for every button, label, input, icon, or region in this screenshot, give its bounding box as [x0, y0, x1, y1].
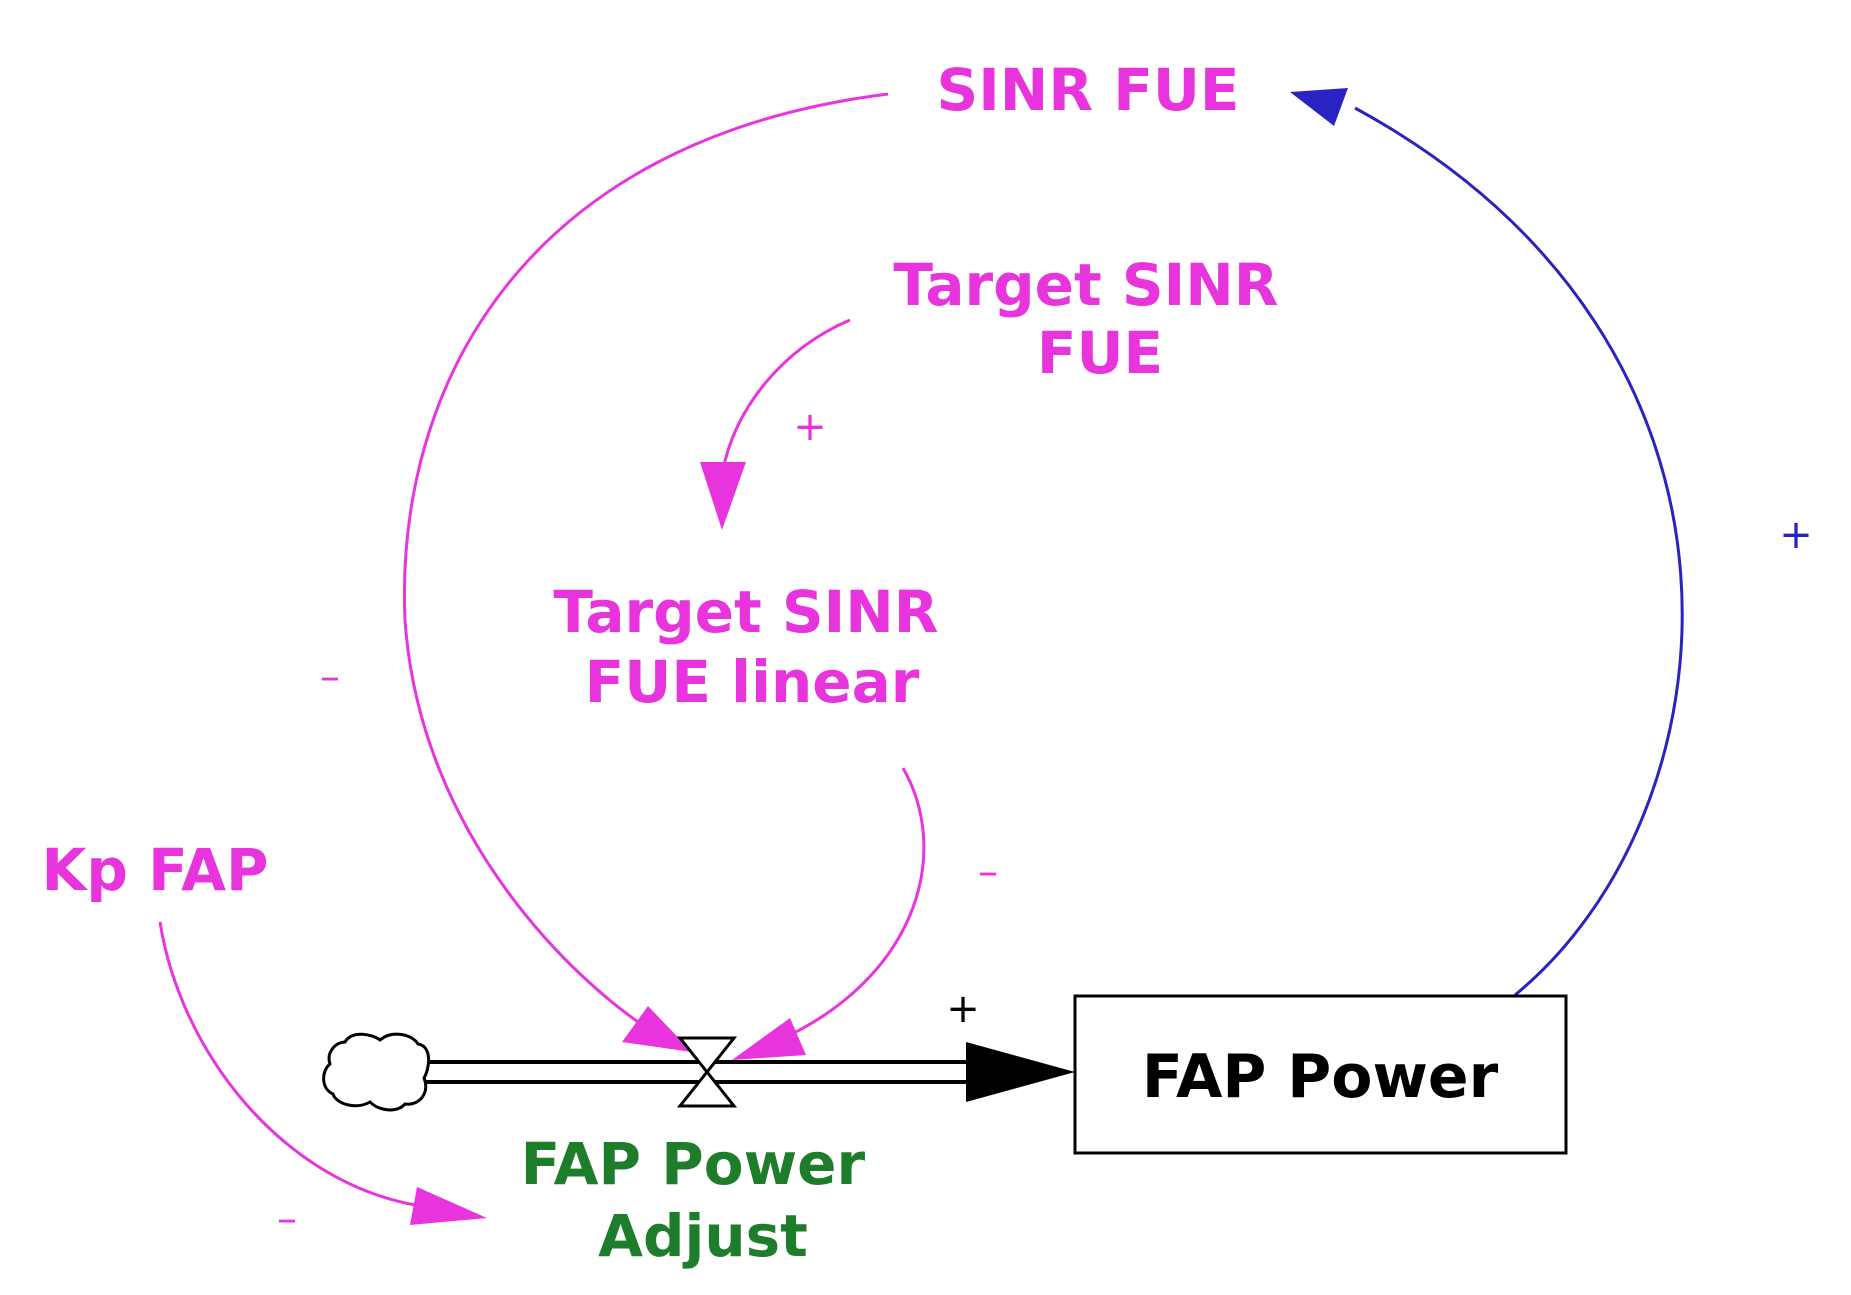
link-power-to-sinr-curve: [1354, 106, 1684, 997]
stock-fap-power-label: FAP Power: [1142, 1042, 1499, 1112]
link-power-to-sinr: +: [1290, 88, 1813, 997]
valve-icon: [676, 1036, 738, 1108]
stock-fap-power-line-1: FAP Power: [1142, 1042, 1499, 1112]
polarity-power-to-sinr: +: [1779, 512, 1813, 558]
link-target-to-linear: +: [700, 318, 851, 530]
link-sinr-to-adjust-curve: [402, 92, 889, 1032]
polarity-kp-to-adjust: –: [277, 1196, 297, 1242]
node-sinr-fue: SINR FUE: [936, 56, 1239, 124]
node-kp-fap: Kp FAP: [41, 836, 268, 904]
stock-fap-power-box: [1073, 994, 1568, 1155]
node-fap-power-adjust-line-1: FAP Power: [521, 1130, 866, 1198]
link-sinr-to-adjust-arrowhead: [622, 1006, 692, 1052]
link-kp-to-adjust: –: [158, 921, 487, 1242]
cloud-icon: [322, 1032, 430, 1112]
node-sinr-fue-line-1: SINR FUE: [936, 56, 1239, 124]
node-target-sinr-fue-linear: Target SINR FUE linear: [553, 578, 958, 716]
link-kp-to-adjust-curve: [158, 921, 416, 1207]
node-target-sinr-fue-line-2: FUE: [1037, 319, 1163, 387]
node-target-sinr-fue-linear-line-1: Target SINR: [553, 578, 938, 646]
flow-pipe: +: [420, 986, 1075, 1102]
link-power-to-sinr-arrowhead: [1290, 88, 1348, 126]
polarity-target-to-linear: +: [793, 404, 827, 450]
node-fap-power-adjust-line-2: Adjust: [598, 1202, 808, 1270]
link-target-to-linear-arrowhead: [700, 462, 746, 530]
link-kp-to-adjust-arrowhead: [410, 1187, 487, 1225]
node-target-sinr-fue-linear-line-2: FUE linear: [585, 648, 920, 716]
node-target-sinr-fue-line-1: Target SINR: [893, 251, 1278, 319]
node-target-sinr-fue: Target SINR FUE: [893, 251, 1298, 387]
link-linear-to-adjust-curve: [789, 767, 926, 1037]
link-sinr-to-adjust: –: [320, 92, 889, 1052]
node-fap-power-adjust: FAP Power Adjust: [521, 1130, 886, 1270]
flow-pipe-arrowhead: [966, 1042, 1075, 1102]
node-kp-fap-line-1: Kp FAP: [41, 836, 268, 904]
link-linear-to-adjust-arrowhead: [732, 1018, 806, 1060]
polarity-sinr-to-adjust: –: [320, 654, 340, 700]
polarity-flow-into-stock: +: [946, 986, 980, 1032]
polarity-linear-to-adjust: –: [978, 849, 998, 895]
link-linear-to-adjust: –: [732, 767, 998, 1060]
link-target-to-linear-curve: [721, 318, 851, 471]
